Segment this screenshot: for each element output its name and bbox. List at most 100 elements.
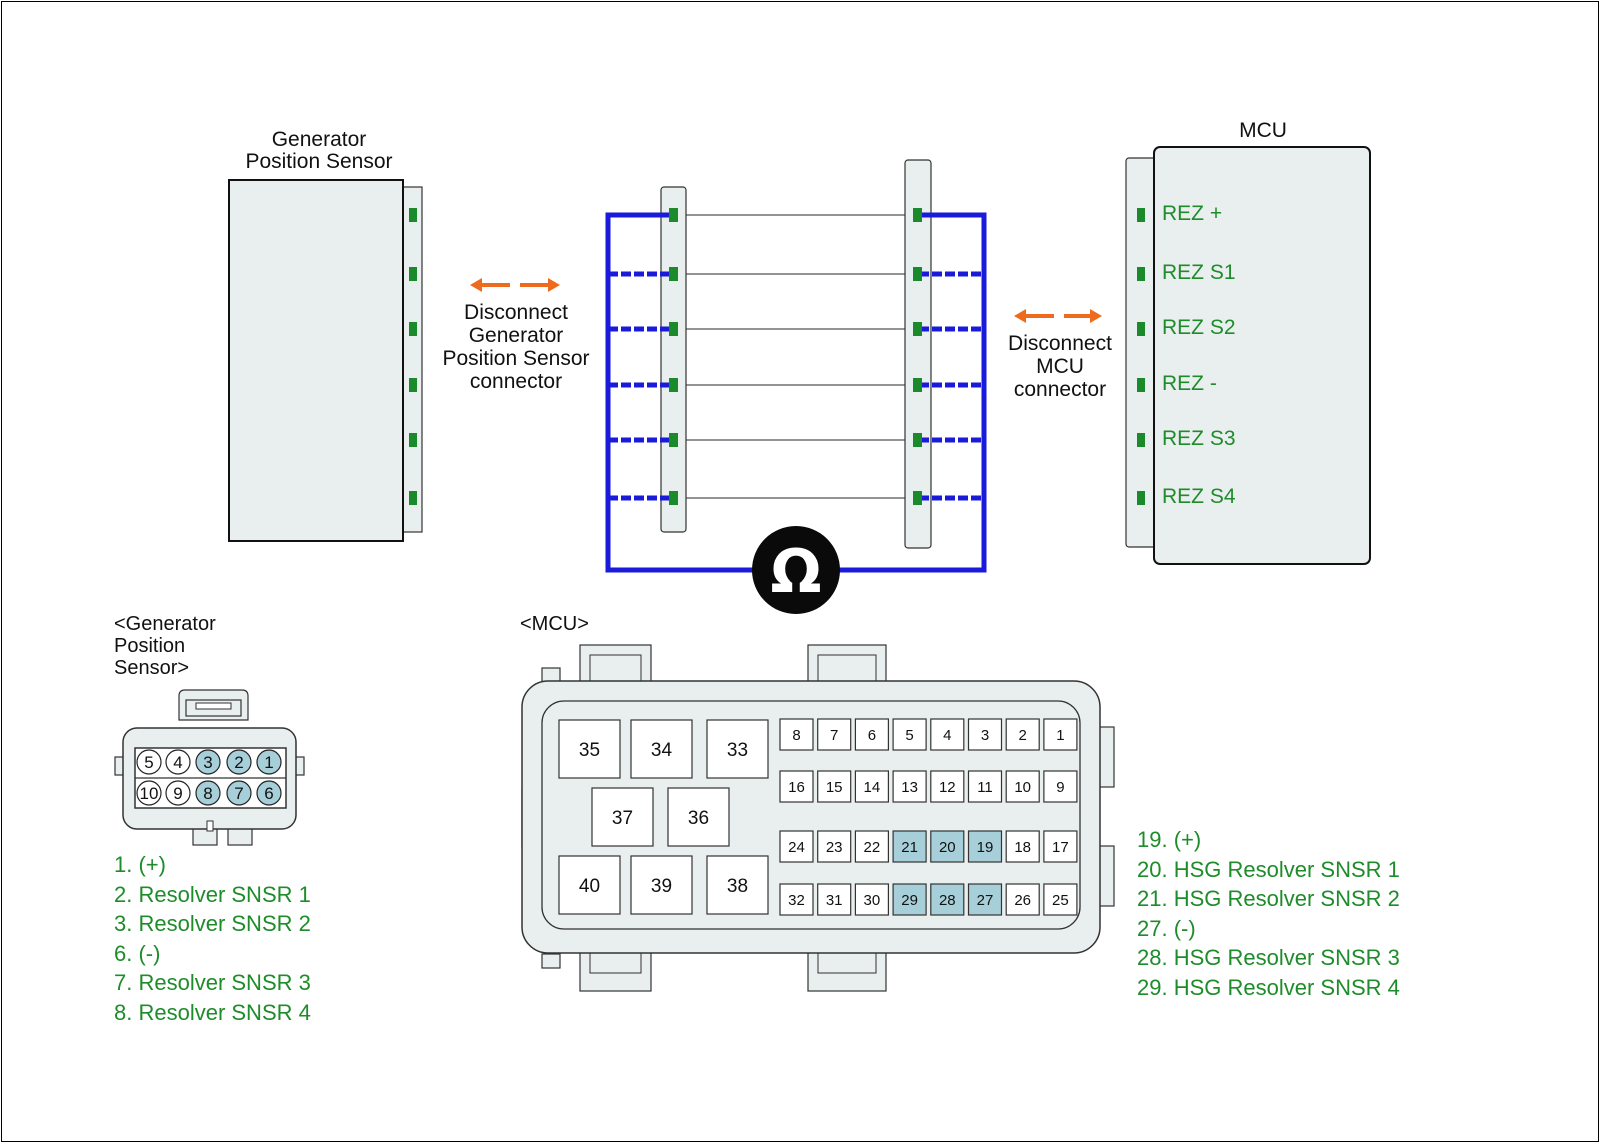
harness-pin-right [913,433,922,447]
gps-module-title-line2: Position Sensor [245,150,393,173]
gps-connector-title-line2: Position [114,635,186,657]
gps-pin-list-item: 6. (-) [114,940,161,966]
mcu-connector-pin-label: 16 [788,779,805,796]
mcu-module-pin [1137,433,1145,447]
mcu-connector-pin [630,719,693,779]
mcu-connector-pin [892,830,927,863]
mcu-module-pin [1137,208,1145,222]
gps-connector-latch-tab [195,702,232,710]
mcu-connector-pin-label: 22 [864,839,881,856]
mcu-connector-pin [967,718,1003,751]
disconnect-arrows [470,278,1102,323]
mcu-pin-list-item: 29. HSG Resolver SNSR 4 [1137,974,1400,1000]
mcu-connector-pin-label: 23 [826,839,843,856]
gps-connector-pin-label: 3 [203,753,212,772]
mcu-connector-pin [854,718,890,751]
mcu-pin-list-item: 28. HSG Resolver SNSR 3 [1137,945,1400,970]
gps-module [228,179,423,542]
mcu-module-pin-label: REZ S2 [1162,316,1236,339]
mcu-connector-pin [706,719,769,779]
mcu-connector-pin [591,787,654,847]
mcu-module [1125,146,1371,565]
mcu-module-pin [1137,322,1145,336]
mcu-module-title: MCU [1239,119,1287,142]
mcu-pin-list: 19. (+) 20. HSG Resolver SNSR 1 21. HSG … [1137,825,1497,1002]
mcu-connector-pin [817,830,852,863]
mcu-connector-pin-label: 12 [939,779,956,796]
disconnect-gps-line1: Disconnect [464,301,568,324]
mcu-connector-pin [967,883,1003,916]
mcu-connector-pin-label: 34 [651,740,673,761]
gps-pin-list-item: 1. (+) [114,852,166,877]
mcu-module-pin-label: REZ + [1162,202,1223,225]
disconnect-gps-line2: Generator [468,324,564,347]
disconnect-mcu-line2: MCU [1036,355,1084,378]
mcu-connector-pin-label: 36 [688,808,709,829]
gps-connector-pin-label: 10 [140,784,159,803]
disconnect-mcu-label: Disconnect MCU connector [995,332,1125,401]
gps-pin-list-item: 8. Resolver SNSR 4 [114,999,311,1025]
mcu-connector-pin [817,718,852,751]
mcu-connector-pin [1005,770,1040,803]
mcu-connector-pin-label: 15 [826,779,843,796]
mcu-connector-pin-label: 13 [901,779,918,796]
harness-connector-left [660,186,687,533]
mcu-connector-pin-label: 10 [1014,779,1031,796]
mcu-connector-pin [892,883,927,916]
mcu-connector-pin-label: 28 [939,892,956,909]
mcu-connector-pin [930,718,965,751]
harness-pin-left [669,433,678,447]
gps-connector-title: <Generator Position Sensor> [114,613,264,679]
harness-pin-left [669,491,678,505]
gps-connector-pin [195,780,221,806]
mcu-connector-pin [779,883,814,916]
mcu-connector-pin-label: 27 [977,892,994,909]
mcu-connector-pin [854,883,890,916]
mcu-connector-pin-label: 9 [1056,779,1064,796]
mcu-connector-pin-label: 19 [977,839,994,856]
mcu-module-pin-label: REZ S3 [1162,427,1236,450]
mcu-connector-pin-label: 3 [981,727,989,744]
gps-connector-pin-label: 2 [234,753,243,772]
gps-module-pin [409,322,417,336]
mcu-connector-pin-label: 21 [901,839,918,856]
mcu-module-pin-label: REZ - [1162,372,1217,395]
mcu-connector-pin-label: 14 [864,779,881,796]
mcu-pin-list-item: 20. HSG Resolver SNSR 1 [1137,856,1400,882]
mcu-pin-list-item: 21. HSG Resolver SNSR 2 [1137,886,1400,911]
gps-connector-pin [226,749,252,775]
harness-pin-right [913,378,922,392]
disconnect-gps-label: Disconnect Generator Position Sensor con… [425,301,607,393]
gps-pin-list-item: 2. Resolver SNSR 1 [114,881,311,907]
mcu-connector-pin-label: 35 [579,740,600,761]
mcu-connector-pin-label: 29 [901,892,918,909]
mcu-module-body [1153,146,1371,565]
disconnect-gps-line3: Position Sensor [442,347,590,370]
harness-pin-right [913,267,922,281]
mcu-connector-pin [1043,718,1078,751]
mcu-connector-pin [817,883,852,916]
mcu-connector-pin [558,855,621,915]
mcu-connector-title: <MCU> [520,613,589,635]
gps-module-pin [409,433,417,447]
mcu-connector-pin [558,719,621,779]
mcu-connector-pin [1043,830,1078,863]
harness-pin-left [669,208,678,222]
gps-connector-pin [165,780,191,806]
gps-connector-pin [226,780,252,806]
gps-module-title-line1: Generator [271,128,367,151]
mcu-connector-pin [1005,718,1040,751]
mcu-connector-pin [817,770,852,803]
gps-module-pin [409,208,417,222]
mcu-connector-pin-label: 38 [727,876,748,897]
mcu-module-pin [1137,267,1145,281]
mcu-connector-pin [930,883,965,916]
harness-pin-right [913,491,922,505]
harness-pin-right [913,322,922,336]
gps-module-title: Generator Position Sensor [229,129,409,173]
mcu-connector-pin [1005,830,1040,863]
mcu-connector-pin [1043,883,1078,916]
mcu-connector-pin [779,718,814,751]
disconnect-gps-arrow [470,278,560,292]
mcu-module-pin-label: REZ S1 [1162,261,1236,284]
